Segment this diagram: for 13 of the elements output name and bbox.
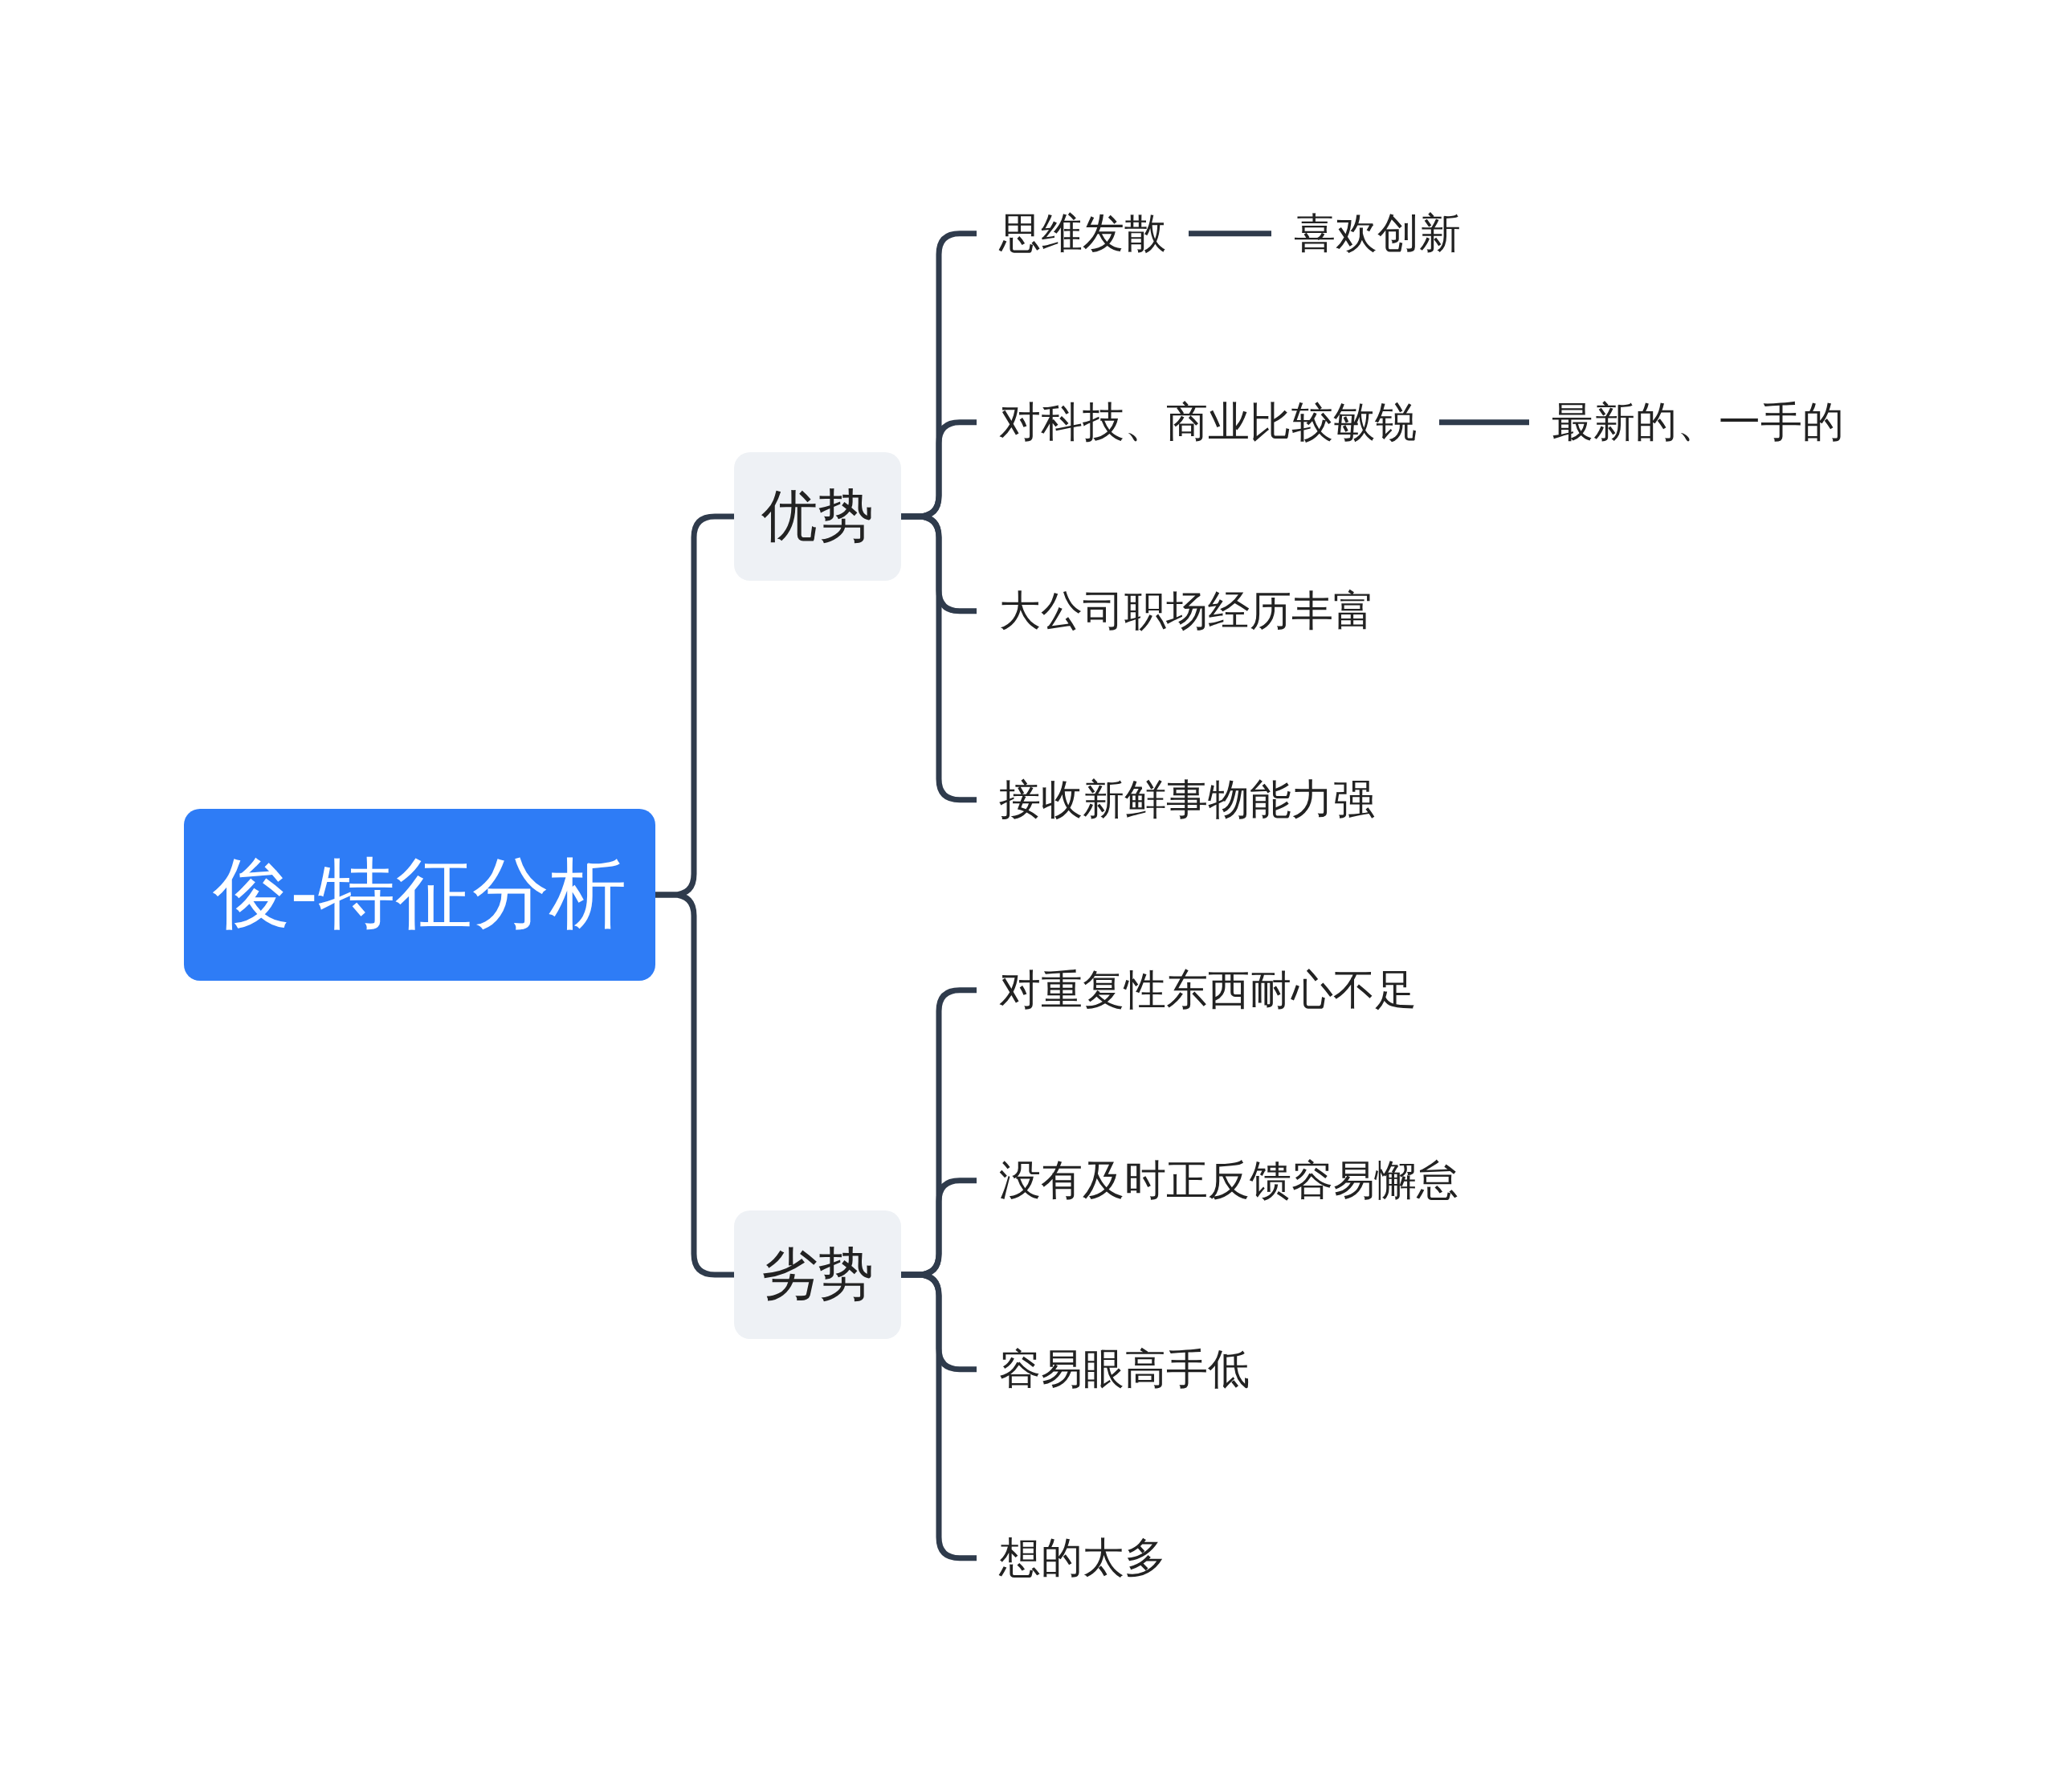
- topic-text: 大公司职场经历丰富: [977, 584, 1397, 639]
- topic-box: 俊-特征分析: [184, 809, 655, 981]
- topic-text: 对重复性东西耐心不足: [977, 963, 1439, 1018]
- topic-text: 思维发散: [977, 206, 1189, 261]
- branch-box: 劣势: [734, 1210, 901, 1339]
- topic-text: 容易眼高手低: [977, 1342, 1272, 1397]
- topic-text: 最新的、一手的: [1529, 395, 1866, 450]
- topic-text: 想的太多: [977, 1531, 1189, 1586]
- topic-text: 接收新鲜事物能力强: [977, 773, 1397, 827]
- topic-text: 对科技、商业比较敏锐: [977, 395, 1439, 450]
- branch-box: 优势: [734, 452, 901, 581]
- topic-text: 喜欢创新: [1271, 206, 1483, 261]
- topic-text: 没有及时正反馈容易懈怠: [977, 1153, 1481, 1208]
